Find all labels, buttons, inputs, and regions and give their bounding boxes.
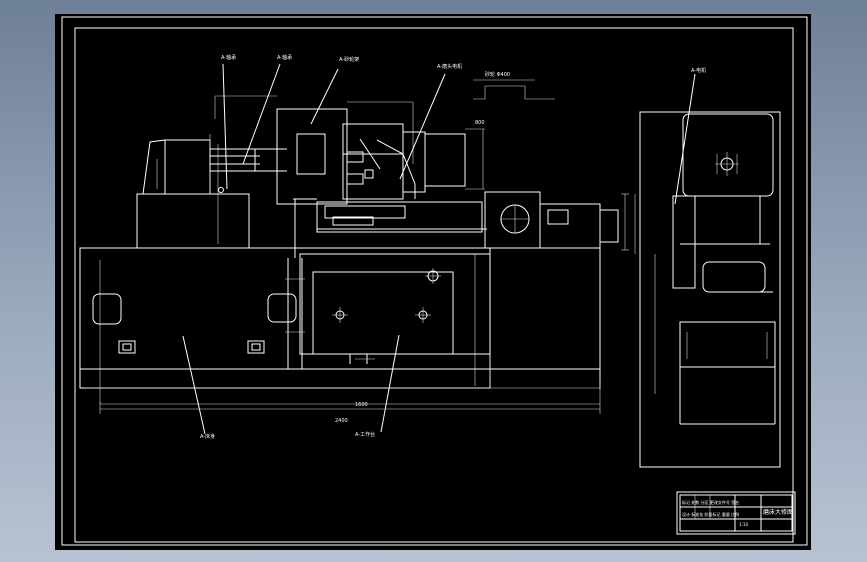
callout-label-6: A-床身 (200, 433, 215, 440)
inner-frame (74, 27, 794, 543)
title-block-scale: 1:10 (739, 522, 748, 527)
side-view (639, 73, 781, 468)
callout-label-7: A-工作台 (355, 431, 375, 438)
callout-label-4: A-磨头电机 (437, 63, 462, 70)
title-block-title: 磨床大修图 (763, 508, 793, 516)
dim-label-2: 800 (475, 120, 485, 126)
bed-base (79, 247, 491, 389)
dim-label-3: 1600 (355, 402, 368, 408)
title-block[interactable]: 标记 处数 分区 更改文件号 签名 设计 标准化 阶段标记 重量 比例 磨床大修… (676, 491, 796, 535)
title-block-row2: 设计 标准化 阶段标记 重量 比例 (682, 511, 739, 517)
wheel-head (276, 108, 348, 205)
gear-box (484, 191, 541, 249)
callout-label-5: A-电机 (691, 67, 706, 74)
callout-label-3: A-砂轮架 (339, 56, 359, 63)
dim-label-1: 砂轮 Φ400 (485, 71, 510, 78)
outer-frame (61, 16, 808, 546)
callout-label-1: A-轴承 (221, 54, 236, 61)
title-block-frame (676, 491, 796, 535)
left-housing (136, 193, 250, 249)
front-view (79, 63, 656, 435)
title-block-row1: 标记 处数 分区 更改文件号 签名 (682, 499, 739, 505)
cad-drawing[interactable]: A-轴承 A-轴承 A-砂轮架 A-磨头电机 A-电机 A-床身 A-工作台 砂… (55, 14, 811, 550)
dim-label-4: 2400 (335, 418, 348, 424)
callout-label-2: A-轴承 (277, 54, 292, 61)
motor (539, 203, 601, 249)
drawing-sheet[interactable]: A-轴承 A-轴承 A-砂轮架 A-磨头电机 A-电机 A-床身 A-工作台 砂… (55, 14, 811, 550)
callout-labels: A-轴承 A-轴承 A-砂轮架 A-磨头电机 A-电机 A-床身 A-工作台 砂… (200, 54, 706, 440)
